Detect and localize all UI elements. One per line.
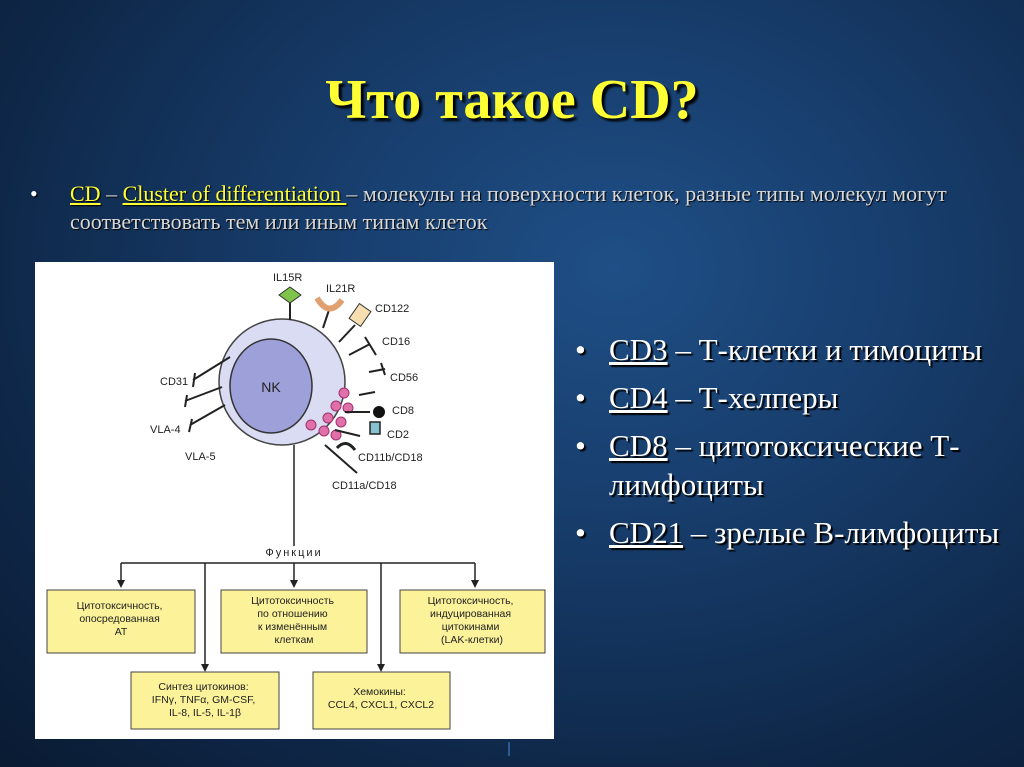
label-cd11a: CD11a/CD18: [332, 480, 397, 492]
cd-description: – Т-клетки и тимоциты: [667, 332, 983, 367]
label-il15r: IL15R: [273, 272, 302, 284]
cd-markers-list: •CD3 – Т-клетки и тимоциты •CD4 – Т-хелп…: [575, 330, 1005, 561]
decorative-line: [508, 742, 510, 756]
svg-text:Цитотоксичность по отнош: Цитотоксичность по отношению к изменённы…: [251, 595, 337, 646]
svg-text:Цитотоксичность, индуцир: Цитотоксичность, индуцированная цитокина…: [428, 595, 517, 646]
list-item: •CD4 – Т-хелперы: [575, 380, 839, 415]
nk-nucleus: [229, 338, 313, 434]
svg-text:Цитотоксичность, опосред: Цитотоксичность, опосредованная АТ: [77, 600, 166, 638]
list-item: •CD21 – зрелые В-лимфоциты: [575, 515, 1000, 550]
list-item: •CD8 – цитотоксические Т-лимфоциты: [575, 428, 960, 502]
label-cd56: CD56: [390, 372, 418, 384]
list-item: •CD3 – Т-клетки и тимоциты: [575, 332, 983, 367]
label-cd8: CD8: [392, 405, 414, 417]
cd8-receptor: [373, 406, 385, 418]
cd-term: CD8: [609, 428, 668, 463]
cd-term: CD3: [609, 332, 668, 367]
cd-term: CD21: [609, 515, 684, 550]
intro-cd-term: CD: [70, 181, 101, 206]
cd-term: CD4: [609, 380, 668, 415]
cd2-receptor: [369, 421, 381, 435]
granules: [305, 387, 354, 441]
functions-label: Функции: [265, 547, 322, 559]
label-il21r: IL21R: [326, 283, 355, 295]
label-cd31: CD31: [160, 376, 188, 388]
cd122-receptor: [348, 302, 372, 328]
slide-title: Что такое CD?: [325, 69, 699, 131]
il21r-receptor: [314, 296, 345, 312]
label-vla4: VLA-4: [150, 424, 181, 436]
label-cd122: CD122: [375, 303, 409, 315]
svg-text:Хемокины: CCL4, CXCL1, C: Хемокины: CCL4, CXCL1, CXCL2: [328, 686, 434, 711]
function-box-cytokines: [130, 671, 280, 730]
cd-description: – Т-хелперы: [667, 380, 839, 415]
nk-cell-diagram: NK IL15R IL21R CD1: [35, 262, 554, 739]
svg-text:Синтез цитокинов: IFNγ,: Синтез цитокинов: IFNγ, TNFα, GM-CSF, IL…: [152, 681, 258, 719]
cd11b-receptor: [335, 442, 357, 451]
intro-definition: – молекулы на поверхности клеток, разные…: [70, 181, 947, 234]
cell-label: NK: [261, 379, 281, 395]
cd-description: – зрелые В-лимфоциты: [683, 515, 1000, 550]
function-box-lak: [399, 589, 546, 654]
label-cd11b: CD11b/CD18: [358, 452, 423, 464]
label-vla5: VLA-5: [185, 451, 216, 463]
label-cd16: CD16: [382, 336, 410, 348]
intro-paragraph: • CD – Cluster of differentiation – моле…: [30, 180, 970, 236]
function-box-altered-cells: [220, 589, 368, 654]
intro-cluster-term: Cluster of differentiation: [122, 181, 347, 206]
cd-description: – цитотоксические Т-лимфоциты: [609, 428, 960, 502]
function-box-chemokines: [312, 671, 451, 730]
intro-bullet: •: [30, 181, 38, 206]
function-box-adcc: [46, 589, 196, 654]
intro-dash: –: [100, 181, 123, 206]
il15r-receptor: [278, 286, 302, 304]
label-cd2: CD2: [387, 429, 409, 441]
